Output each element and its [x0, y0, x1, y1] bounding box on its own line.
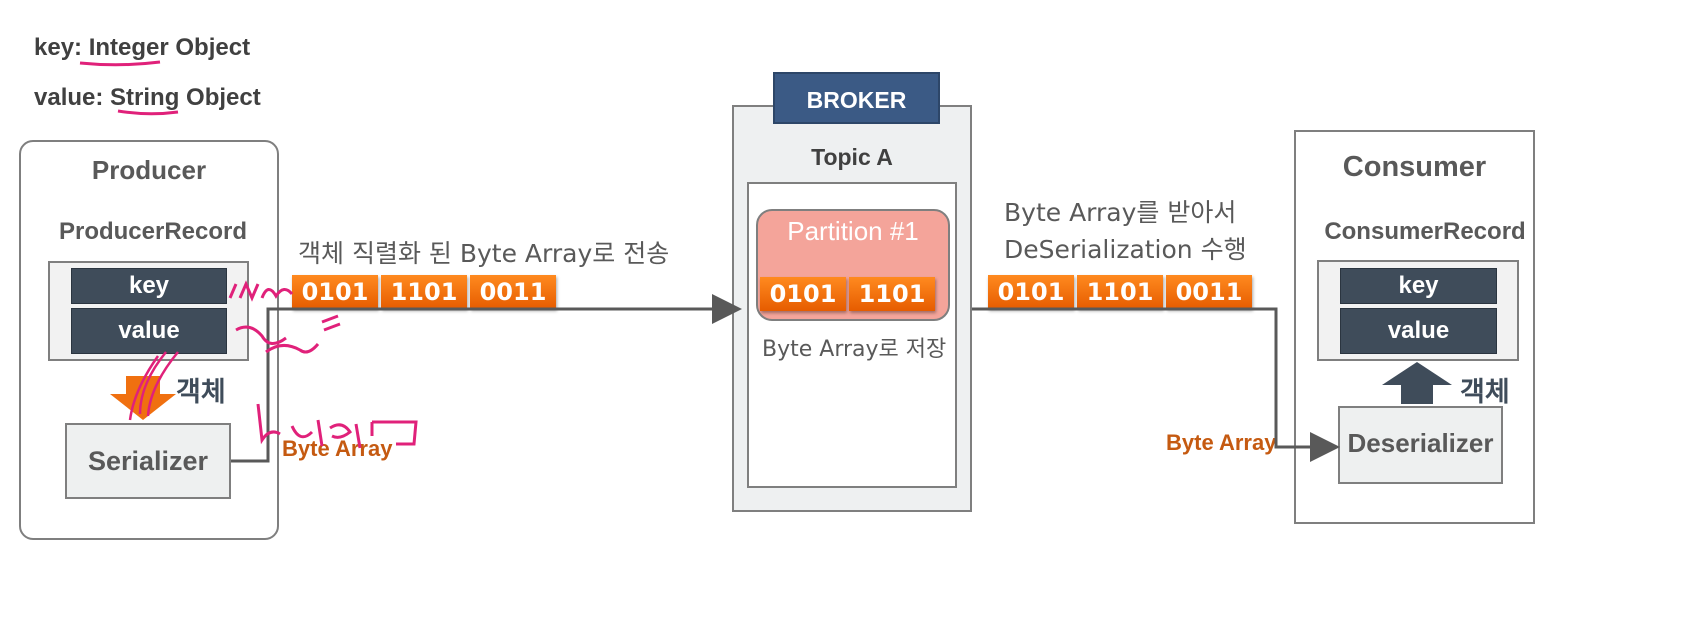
value-type-line: value: String Object — [34, 84, 261, 111]
producer-record-title: ProducerRecord — [58, 218, 248, 245]
producer-title: Producer — [91, 155, 207, 185]
transfer-bit-cell: 0011 — [470, 275, 556, 309]
transfer-bit-cell: 0101 — [292, 275, 378, 309]
handwritten-scribble — [235, 314, 341, 354]
handwritten-scribble — [128, 351, 179, 421]
broker-title: BROKER — [773, 72, 940, 124]
deserialize-up-arrow — [1382, 362, 1452, 404]
consumer-record-title: ConsumerRecord — [1324, 218, 1526, 245]
consumer-object-label: 객체 — [1460, 377, 1510, 408]
consumer-key-field: key — [1340, 268, 1497, 304]
receive-caption-line1: Byte Array를 받아서 — [1004, 198, 1237, 227]
producer-key-field: key — [71, 268, 227, 304]
receive-bit-cell: 0011 — [1166, 275, 1252, 309]
transfer-bit-cell: 1101 — [381, 275, 467, 309]
receive-bit-cell: 1101 — [1077, 275, 1163, 309]
underline-string — [117, 109, 179, 116]
deserializer-box: Deserializer — [1338, 406, 1503, 484]
partition-bit-cell: 1101 — [849, 277, 935, 311]
producer-to-broker-arrow — [231, 294, 742, 463]
consumer-value-field: value — [1340, 308, 1497, 354]
producer-object-label: 객체 — [176, 377, 226, 408]
underline-integer — [79, 60, 161, 67]
consumer-byte-array-label: Byte Array — [1166, 430, 1277, 455]
receive-caption-line2: DeSerialization 수행 — [1004, 235, 1247, 264]
handwritten-scribble — [228, 280, 294, 302]
producer-value-field: value — [71, 308, 227, 354]
serializer-box: Serializer — [65, 423, 231, 499]
partition-bit-cell: 0101 — [760, 277, 846, 311]
receive-bit-cell: 0101 — [988, 275, 1074, 309]
topic-title: Topic A — [811, 144, 893, 170]
key-type-line: key: Integer Object — [34, 34, 251, 61]
storage-caption: Byte Array로 저장 — [762, 337, 947, 362]
producer-byte-array-label: Byte Array — [282, 436, 393, 461]
transfer-caption: 객체 직렬화 된 Byte Array로 전송 — [298, 239, 670, 268]
broker-to-consumer-arrow — [972, 307, 1340, 462]
handwritten-scribble — [256, 403, 418, 449]
consumer-title: Consumer — [1342, 151, 1487, 183]
partition-title: Partition #1 — [787, 216, 919, 246]
